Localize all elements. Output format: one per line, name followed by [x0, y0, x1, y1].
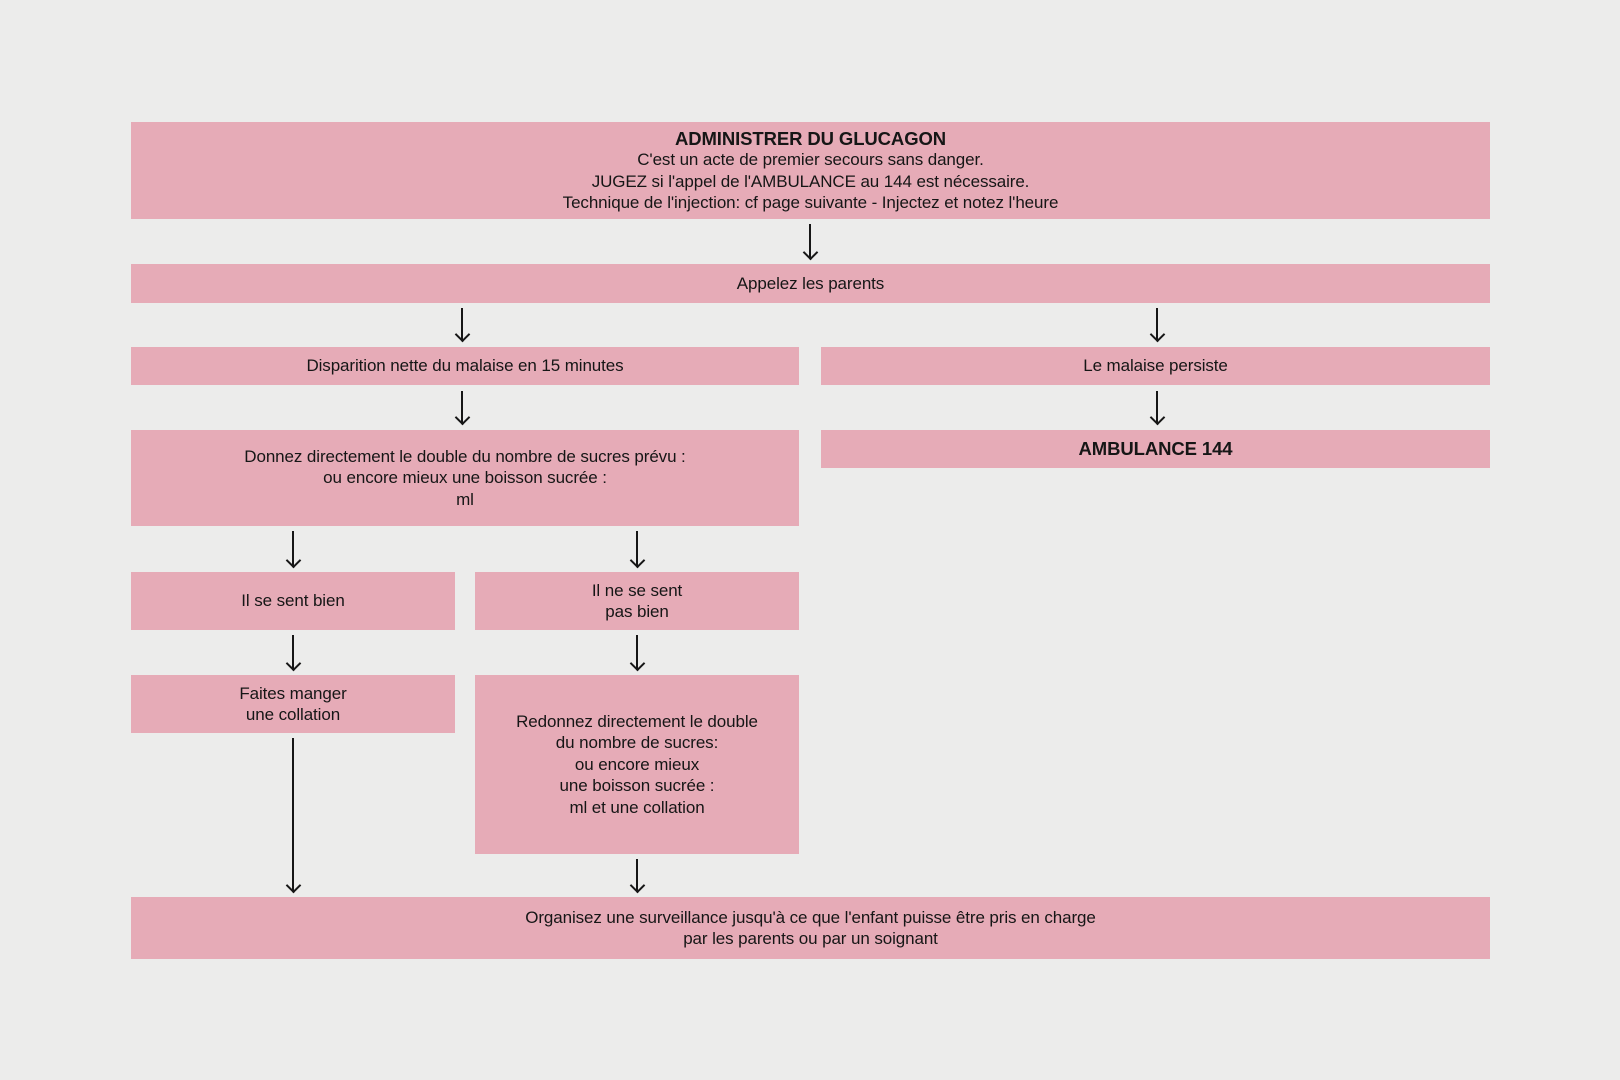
ambulance-144-box: AMBULANCE 144 [821, 430, 1490, 468]
arrow-head-icon [1149, 326, 1165, 343]
arrow-head-icon [629, 877, 645, 894]
arrow-head-icon [629, 655, 645, 672]
call-parents-box: Appelez les parents [131, 264, 1490, 303]
administer-glucagon-title: ADMINISTRER DU GLUCAGON [674, 127, 947, 149]
re-give-sugar-line-5: ml et une collation [569, 797, 705, 817]
arrow-shaft [461, 391, 463, 424]
give-sugar-line-3: ml [456, 489, 474, 509]
arrow-head-icon [285, 877, 301, 894]
administer-glucagon-line-2: JUGEZ si l'appel de l'AMBULANCE au 144 e… [591, 171, 1030, 191]
give-sugar-box: Donnez directement le double du nombre d… [131, 430, 799, 526]
surveillance-line-2: par les parents ou par un soignant [683, 929, 938, 948]
feels-unwell-box: Il ne se sent pas bien [475, 572, 799, 630]
feels-unwell-line-2: pas bien [605, 602, 669, 621]
give-sugar-line-2: ou encore mieux une boisson sucrée : [323, 468, 607, 488]
arrow-head-icon [454, 326, 470, 343]
arrow-head-icon [285, 552, 301, 569]
feels-well-box: Il se sent bien [131, 572, 455, 630]
arrow-shaft [636, 635, 638, 670]
arrow-shaft [292, 635, 294, 670]
arrow-shaft [636, 531, 638, 567]
malaise-resolved-box: Disparition nette du malaise en 15 minut… [131, 347, 799, 385]
administer-glucagon-line-3: Technique de l'injection: cf page suivan… [562, 193, 1059, 212]
arrow-shaft [809, 224, 811, 259]
give-sugar-line-1: Donnez directement le double du nombre d… [244, 446, 686, 466]
arrow-shaft [1156, 308, 1158, 341]
malaise-persists-label: Le malaise persiste [1083, 356, 1228, 376]
arrow-shaft [636, 859, 638, 892]
snack-line-2: une collation [245, 705, 341, 724]
administer-glucagon-box: ADMINISTRER DU GLUCAGON C'est un acte de… [131, 122, 1490, 219]
malaise-resolved-label: Disparition nette du malaise en 15 minut… [306, 356, 624, 376]
surveillance-box: Organisez une surveillance jusqu'à ce qu… [131, 897, 1490, 959]
arrow-head-icon [285, 655, 301, 672]
arrow-head-icon [802, 244, 818, 261]
arrow-head-icon [1149, 409, 1165, 426]
feels-well-label: Il se sent bien [241, 591, 345, 611]
ambulance-144-label: AMBULANCE 144 [1078, 438, 1233, 460]
arrow-head-icon [629, 552, 645, 569]
administer-glucagon-line-1: C'est un acte de premier secours sans da… [637, 150, 984, 169]
re-give-sugar-box: Redonnez directement le double du nombre… [475, 675, 799, 854]
snack-line-1: Faites manger [239, 683, 347, 703]
arrow-shaft [292, 531, 294, 567]
malaise-persists-box: Le malaise persiste [821, 347, 1490, 385]
surveillance-line-1: Organisez une surveillance jusqu'à ce qu… [525, 907, 1096, 927]
re-give-sugar-line-4: une boisson sucrée : [559, 776, 715, 796]
arrow-shaft [461, 308, 463, 341]
call-parents-label: Appelez les parents [736, 273, 885, 293]
arrow-shaft [292, 738, 294, 892]
re-give-sugar-line-3: ou encore mieux [574, 754, 700, 774]
re-give-sugar-line-1: Redonnez directement le double [516, 711, 758, 731]
arrow-head-icon [454, 409, 470, 426]
feels-unwell-line-1: Il ne se sent [591, 580, 683, 600]
snack-box: Faites manger une collation [131, 675, 455, 733]
arrow-shaft [1156, 391, 1158, 424]
re-give-sugar-line-2: du nombre de sucres: [555, 733, 719, 753]
